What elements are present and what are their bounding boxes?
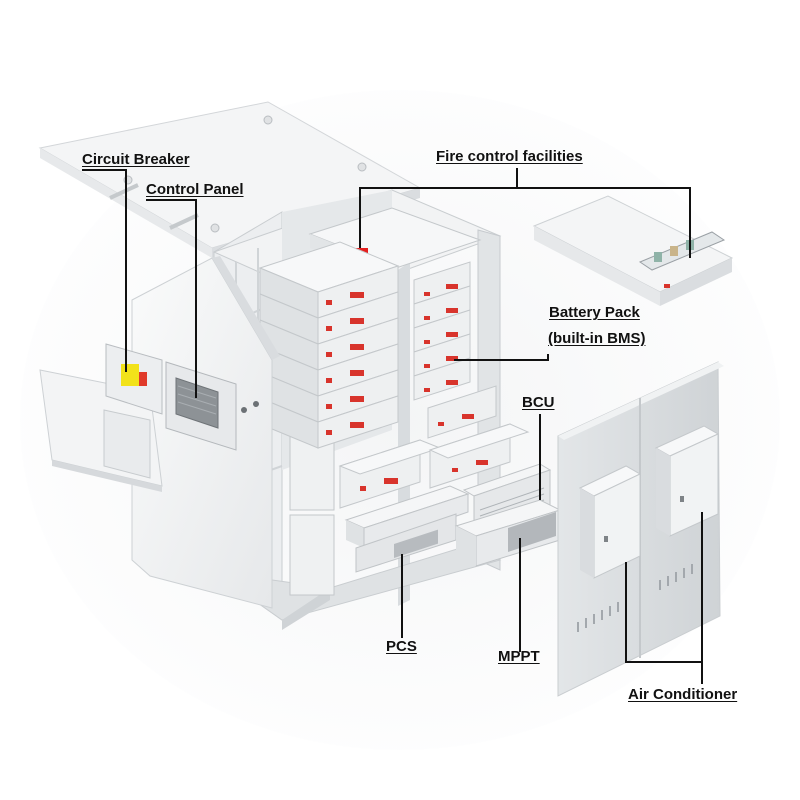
label-air-conditioner: Air Conditioner — [628, 686, 738, 703]
leader-fire-control — [516, 168, 691, 258]
battery-module — [413, 357, 471, 401]
leader-control-panel — [146, 199, 197, 398]
label-bcu: BCU — [522, 394, 555, 411]
leader-fire-control-2 — [359, 187, 517, 248]
label-fire-control: Fire control facilities — [436, 148, 583, 165]
label-battery-pack-line1: Battery Pack — [549, 304, 640, 321]
label-mppt: MPPT — [498, 648, 540, 665]
air-conditioner-unit-1 — [578, 465, 642, 579]
battery-column-left — [258, 241, 442, 509]
label-control-panel: Control Panel — [146, 181, 244, 198]
battery-module-large — [338, 439, 442, 509]
breaker-red — [139, 372, 147, 386]
label-circuit-breaker: Circuit Breaker — [82, 151, 190, 168]
breaker-yellow — [121, 364, 139, 386]
battery-module — [259, 317, 399, 371]
leader-air-conditioner — [625, 512, 703, 663]
battery-column-right — [413, 261, 530, 489]
pcs-drawer — [344, 485, 470, 573]
battery-module-large — [428, 423, 530, 489]
air-conditioner-unit-2 — [654, 425, 720, 537]
battery-module — [427, 385, 497, 439]
battery-module — [259, 395, 399, 449]
door-vents — [577, 564, 693, 632]
control-panel-box — [165, 361, 237, 451]
battery-module — [258, 241, 400, 319]
label-battery-pack-line2: (built-in BMS) — [548, 330, 646, 347]
circuit-breaker-box — [105, 343, 163, 415]
leader-circuit-breaker — [82, 169, 127, 372]
label-pcs: PCS — [386, 638, 417, 655]
leader-lines — [82, 168, 703, 684]
leader-battery-pack — [454, 354, 549, 361]
